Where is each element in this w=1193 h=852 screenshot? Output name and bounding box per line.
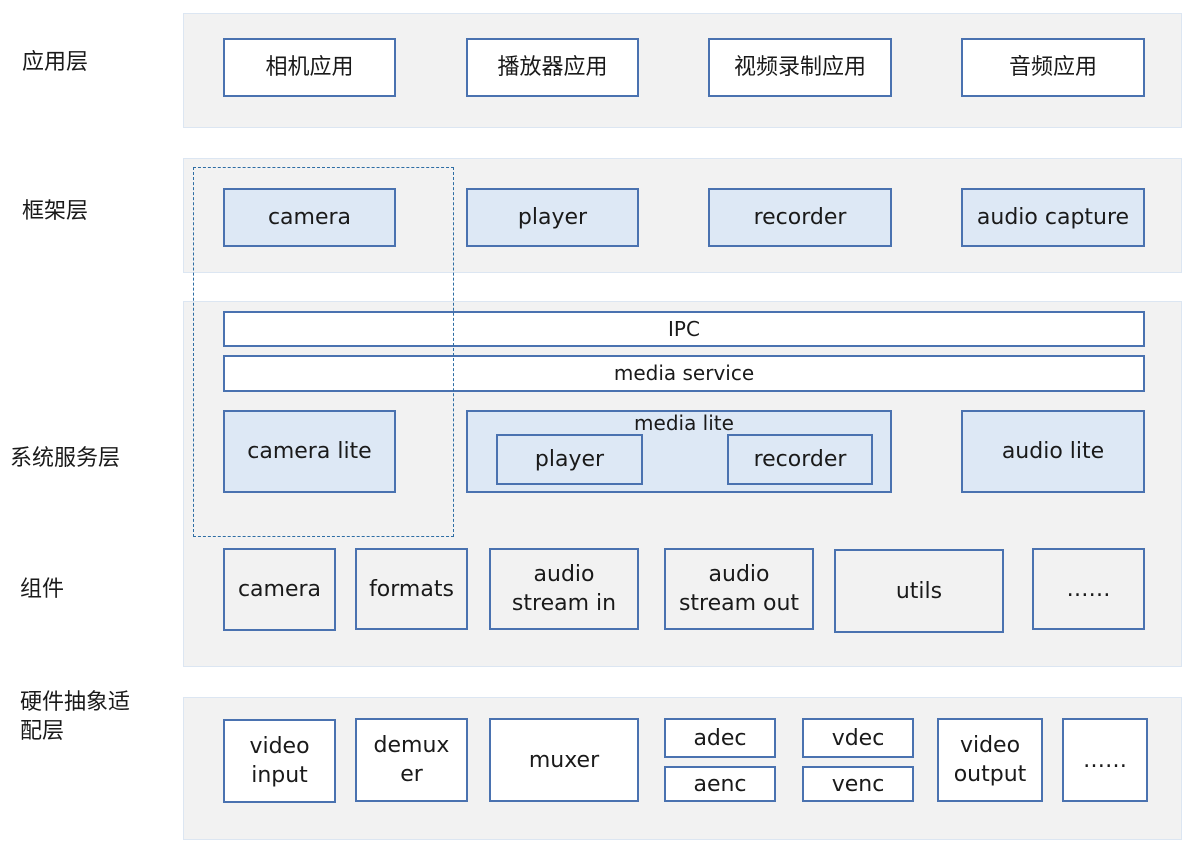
hal-demuxer-box: demux er — [355, 718, 468, 802]
video-record-app-box: 视频录制应用 — [708, 38, 892, 97]
component-utils-box: utils — [834, 549, 1004, 633]
framework-recorder-box: recorder — [708, 188, 892, 247]
hal-aenc-box: aenc — [664, 766, 776, 802]
camera-lite-box: camera lite — [223, 410, 396, 493]
app-layer-label: 应用层 — [22, 50, 89, 75]
camera-stack-dashed-outline — [193, 167, 454, 537]
framework-camera-box: camera — [223, 188, 396, 247]
hal-venc-box: venc — [802, 766, 914, 802]
media-lite-recorder-box: recorder — [727, 434, 873, 485]
hal-layer-label: 硬件抽象适配层 — [20, 690, 131, 744]
component-layer-label: 组件 — [20, 577, 65, 602]
framework-layer-label: 框架层 — [22, 199, 89, 224]
media-lite-label: media lite — [634, 411, 734, 435]
camera-app-box: 相机应用 — [223, 38, 396, 97]
component-formats-box: formats — [355, 548, 468, 630]
audio-app-box: 音频应用 — [961, 38, 1145, 97]
audio-lite-box: audio lite — [961, 410, 1145, 493]
framework-audio-capture-box: audio capture — [961, 188, 1145, 247]
component-audio-stream-in-box: audio stream in — [489, 548, 639, 630]
service-layer-label: 系统服务层 — [10, 446, 121, 471]
hal-muxer-box: muxer — [489, 718, 639, 802]
hal-vdec-box: vdec — [802, 718, 914, 758]
ipc-bar: IPC — [223, 311, 1145, 347]
hal-adec-box: adec — [664, 718, 776, 758]
hal-more-box: …… — [1062, 718, 1148, 802]
framework-player-box: player — [466, 188, 639, 247]
component-audio-stream-out-box: audio stream out — [664, 548, 814, 630]
player-app-box: 播放器应用 — [466, 38, 639, 97]
media-service-bar: media service — [223, 355, 1145, 392]
component-more-box: …… — [1032, 548, 1145, 630]
hal-video-input-box: video input — [223, 719, 336, 803]
hal-video-output-box: video output — [937, 718, 1043, 802]
media-lite-player-box: player — [496, 434, 643, 485]
component-camera-box: camera — [223, 548, 336, 631]
